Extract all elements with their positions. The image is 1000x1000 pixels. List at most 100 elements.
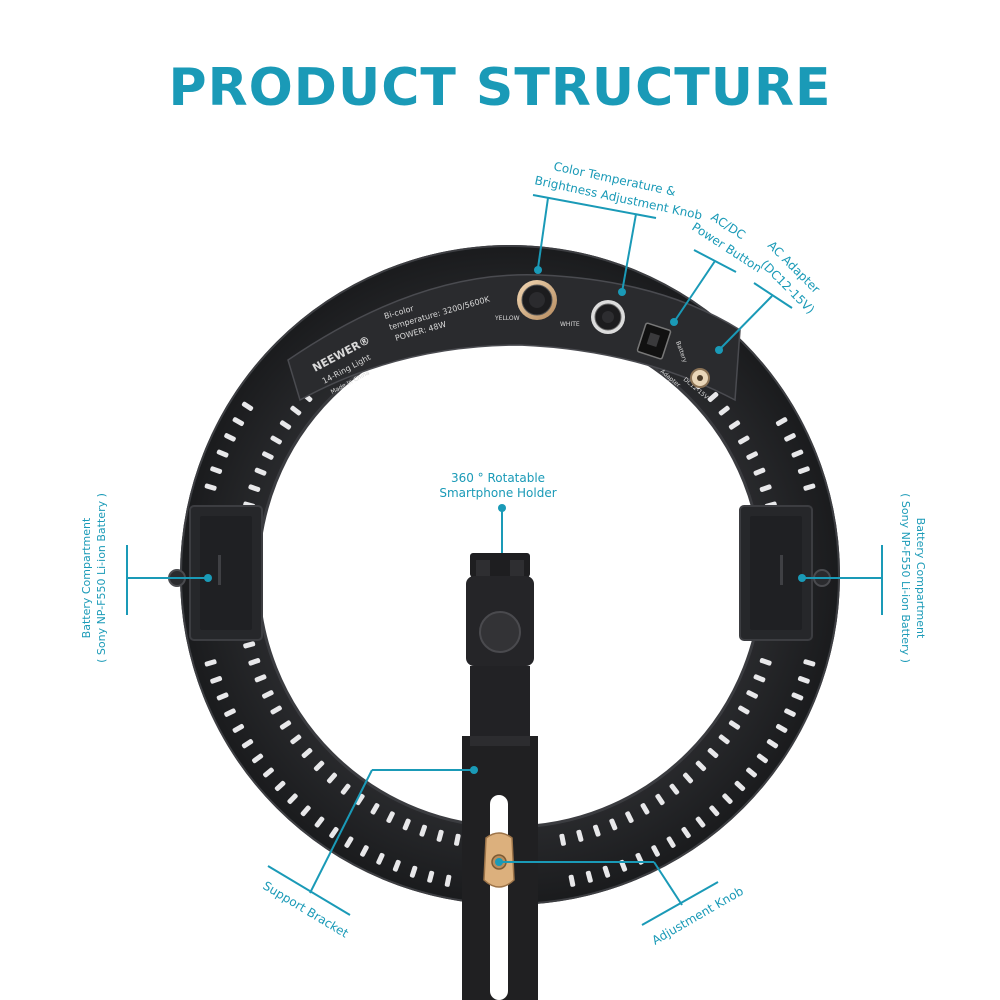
led-slot [301, 748, 313, 759]
led-slot [707, 748, 719, 759]
led-slot [436, 829, 444, 842]
led-slot [602, 865, 611, 878]
led-slot [326, 772, 337, 784]
led-slot [386, 811, 395, 823]
led-slot [640, 803, 650, 815]
led-slot [753, 467, 766, 476]
led-slot [340, 783, 351, 795]
led-slot [300, 805, 311, 817]
led-slot [559, 833, 566, 846]
color-temperature-knob[interactable] [517, 280, 557, 320]
led-slot [666, 836, 676, 848]
led-slot [707, 391, 719, 402]
led-slot [216, 449, 229, 458]
led-slot [248, 658, 261, 666]
led-slot [402, 818, 411, 831]
led-slot [784, 433, 796, 442]
callout-battery-left-line1: Battery Compartment [80, 517, 93, 638]
led-slot [576, 829, 584, 842]
led-slot [444, 874, 452, 887]
led-slot [279, 720, 292, 730]
led-slot [753, 674, 766, 683]
led-slot [766, 739, 779, 749]
led-slot [224, 433, 236, 442]
led-slot [695, 760, 707, 772]
led-slot [204, 659, 217, 667]
led-slot [734, 780, 746, 792]
callout-lines [126, 194, 883, 926]
led-slot [738, 435, 750, 445]
led-slot [759, 484, 772, 492]
led-slot [728, 720, 741, 730]
callout-phone-holder-line1: 360 ° Rotatable [451, 471, 545, 485]
led-slot [738, 705, 750, 715]
led-slot [803, 659, 816, 667]
led-slot [803, 483, 816, 491]
led-slot [232, 724, 245, 733]
led-slot [216, 692, 229, 701]
led-slot [683, 772, 694, 784]
led-slot [243, 641, 256, 649]
battery-compartment-right[interactable] [739, 505, 831, 641]
led-slot [568, 874, 576, 887]
led-slot [204, 483, 217, 491]
led-slot [797, 676, 810, 684]
callout-battery-right-line1: Battery Compartment [914, 518, 927, 639]
callout-battery-right-line2: ( Sony NP-F550 Li-ion Battery ) [899, 493, 912, 663]
battery-compartment-left[interactable] [168, 505, 263, 641]
led-slot [593, 824, 601, 837]
led-slot [370, 803, 380, 815]
led-slot [252, 753, 264, 764]
led-slot [695, 816, 706, 828]
led-slot [279, 420, 292, 430]
led-slot [427, 870, 435, 883]
led-slot [409, 865, 418, 878]
knob-label-white: WHITE [560, 321, 580, 328]
callout-battery-left-line2: ( Sony NP-F550 Li-ion Battery ) [95, 493, 108, 663]
led-slot [290, 405, 302, 416]
dc-power-port[interactable] [690, 368, 710, 388]
knob-label-yellow: YELLOW [494, 315, 520, 322]
led-slot [210, 676, 223, 684]
led-slot [797, 466, 810, 474]
led-slot [360, 845, 369, 857]
led-slot [746, 690, 758, 699]
led-slot [625, 811, 634, 823]
led-slot [241, 739, 254, 749]
power-switch[interactable] [636, 322, 672, 360]
led-slot [392, 859, 401, 872]
led-slot [609, 818, 618, 831]
led-slot [254, 467, 267, 476]
led-slot [270, 435, 282, 445]
led-slot [585, 870, 593, 883]
led-slot [263, 767, 274, 778]
smartphone-holder[interactable] [466, 553, 534, 746]
led-slot [775, 417, 788, 426]
led-slot [262, 690, 274, 699]
led-slot [775, 724, 788, 733]
led-slot [759, 658, 772, 666]
led-slot [344, 836, 354, 848]
brightness-knob[interactable] [591, 300, 625, 334]
led-slot [355, 793, 365, 806]
led-slot [791, 692, 804, 701]
led-slot [718, 405, 730, 416]
led-slot [756, 753, 768, 764]
led-slot [718, 734, 730, 745]
led-slot [274, 780, 286, 792]
page-title: PRODUCT STRUCTURE [168, 58, 832, 118]
led-slot [655, 793, 665, 806]
led-slot [314, 816, 325, 828]
led-slot [270, 705, 282, 715]
led-slot [376, 852, 385, 865]
led-slot [248, 484, 261, 492]
led-slot [241, 401, 254, 411]
led-slot [224, 708, 236, 717]
callout-phone-holder-line2: Smartphone Holder [439, 486, 556, 500]
led-slot [791, 449, 804, 458]
led-slot [722, 793, 733, 804]
led-slot [746, 451, 758, 460]
led-slot [728, 420, 741, 430]
led-slot [313, 760, 325, 772]
led-slot [290, 734, 302, 745]
